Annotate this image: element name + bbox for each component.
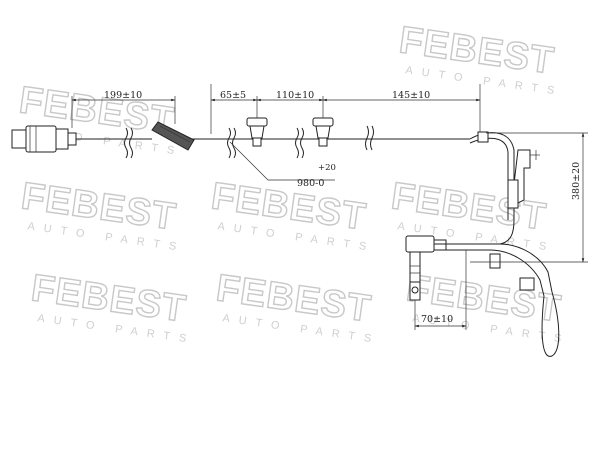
clip-2 <box>312 112 334 147</box>
connector <box>11 125 77 153</box>
clip-1 <box>246 112 268 147</box>
clip-3 <box>477 131 489 143</box>
grommet <box>151 121 195 151</box>
cable <box>75 125 515 245</box>
dim-380-label: 380±20 <box>571 162 582 200</box>
dimension-lines <box>71 84 588 330</box>
watermark-8: FEBEST AUTO PARTS <box>403 267 571 347</box>
watermark-7: FEBEST AUTO PARTS <box>213 267 381 347</box>
watermark-4: FEBEST AUTO PARTS <box>208 175 376 255</box>
dim-70-label: 70±10 <box>421 314 453 325</box>
dim-980-label: 980-0 <box>297 178 324 189</box>
sensor-body <box>405 235 560 357</box>
dim-110-label: 110±10 <box>276 90 314 101</box>
bracket <box>507 149 540 209</box>
watermark-2: FEBEST AUTO PARTS <box>396 19 564 99</box>
watermark-3: FEBEST AUTO PARTS <box>18 175 186 255</box>
dim-980-tolerance: +20 <box>318 163 336 173</box>
dim-199-label: 199±10 <box>104 90 142 101</box>
watermark-6: FEBEST AUTO PARTS <box>28 267 196 347</box>
dim-65-label: 65±5 <box>220 90 246 101</box>
dim-145-label: 145±10 <box>392 90 430 101</box>
watermark-layer: FEBEST AUTO PARTS FEBEST AUTO PARTS FEBE… <box>16 19 571 347</box>
